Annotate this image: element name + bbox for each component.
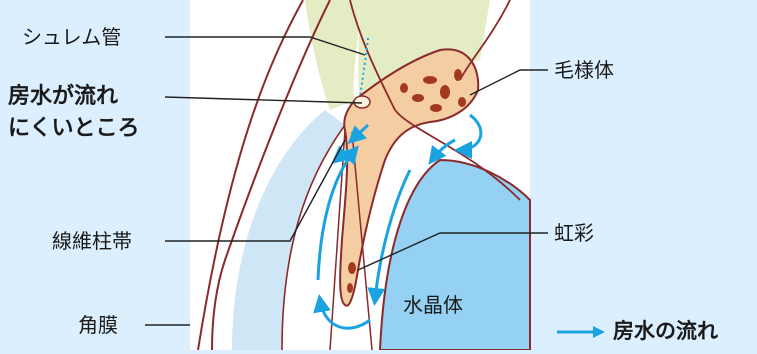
lens-label: 水晶体 xyxy=(403,295,463,315)
ciliary-body-label: 毛様体 xyxy=(554,60,614,80)
iris-label: 虹彩 xyxy=(554,223,594,243)
outflow-difficult-label-line2: にくいところ xyxy=(8,118,140,140)
cornea-label: 角膜 xyxy=(78,315,118,335)
schlemm-canal-label: シュレム管 xyxy=(22,27,121,47)
trabecular-meshwork-spot xyxy=(354,96,370,108)
outflow-difficult-label-line1: 房水が流れ xyxy=(8,86,118,108)
trabecular-meshwork-label: 線維柱帯 xyxy=(52,231,132,251)
legend-label: 房水の流れ xyxy=(613,321,718,342)
legend: 房水の流れ xyxy=(555,321,718,342)
flow-arrow-icon xyxy=(555,325,607,339)
